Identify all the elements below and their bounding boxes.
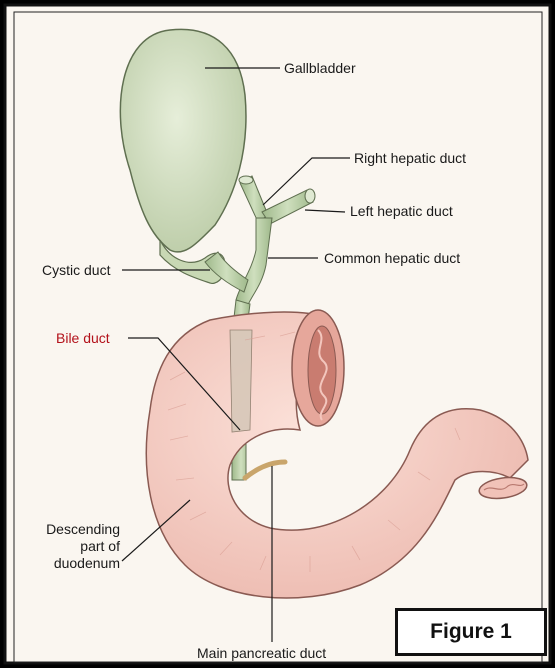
label-common-hepatic-duct: Common hepatic duct [324, 250, 460, 266]
label-descending-line3: duodenum [36, 555, 120, 572]
label-descending-line2: part of [36, 538, 120, 555]
figure-caption-box: Figure 1 [395, 608, 547, 656]
figure-caption-text: Figure 1 [430, 620, 512, 644]
label-right-hepatic-duct: Right hepatic duct [354, 150, 466, 166]
label-main-pancreatic-duct: Main pancreatic duct [197, 645, 326, 661]
label-bile-duct: Bile duct [56, 330, 110, 346]
label-gallbladder: Gallbladder [284, 60, 356, 76]
label-left-hepatic-duct: Left hepatic duct [350, 203, 453, 219]
label-cystic-duct: Cystic duct [42, 262, 110, 278]
label-descending-line1: Descending [36, 521, 120, 538]
